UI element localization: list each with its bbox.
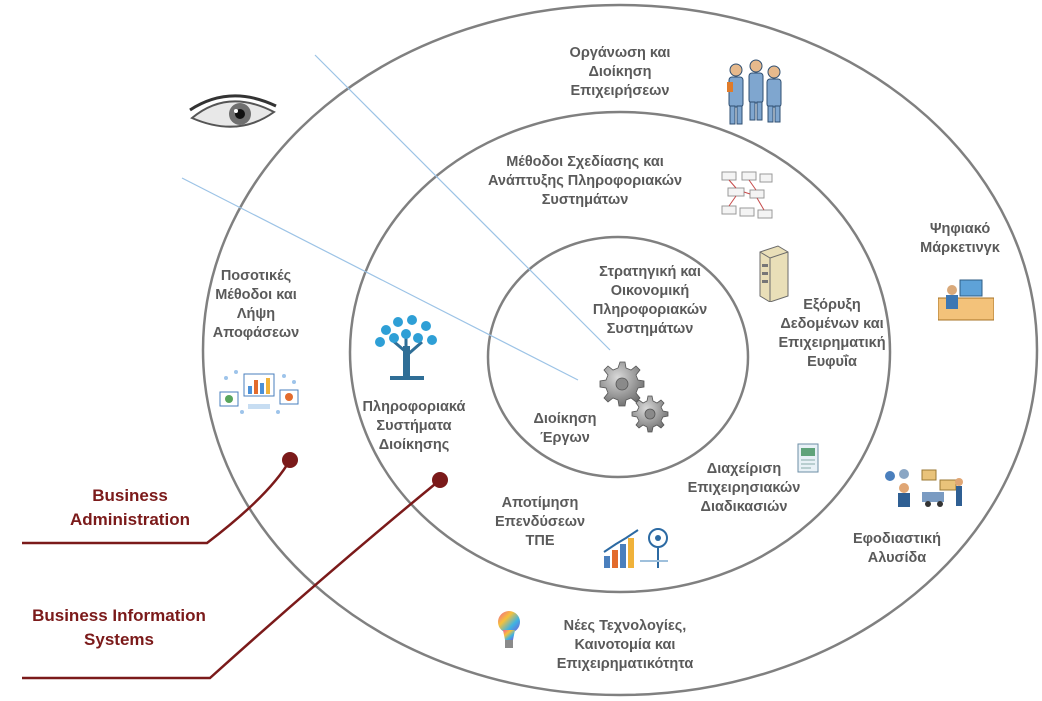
label-data-mining: Εξόρυξη Δεδομένων και Επιχειρηματική Ευφ…	[778, 297, 886, 370]
gears-icon	[599, 361, 669, 433]
label-bpm: Διαχείριση Επιχειρησιακών Διαδικασιών	[687, 461, 801, 515]
label-is-strategy: Στρατηγική και Οικονομική Πληροφοριακών …	[592, 264, 708, 337]
callout-business-admin-dot	[282, 452, 298, 468]
label-ict-investment: Αποτίμηση Επενδύσεων ΤΠΕ	[494, 495, 586, 549]
lightbulb-icon	[498, 611, 520, 648]
flowchart-icon	[721, 171, 773, 219]
label-is-design-methods: Μέθοδοι Σχεδίασης και Ανάπτυξης Πληροφορ…	[487, 154, 683, 208]
label-mis: Πληροφοριακά Συστήματα Διοίκησης	[362, 399, 466, 453]
callout-business-information-systems: Business Information Systems	[32, 606, 206, 649]
label-quantitative-methods: Ποσοτικές Μέθοδοι και Λήψη Αποφάσεων	[212, 268, 300, 341]
sight-line-upper	[314, 54, 611, 351]
label-digital-marketing: Ψηφιακό Μάρκετινγκ	[920, 221, 1000, 256]
server-icon	[759, 245, 789, 302]
callout-bis-line	[22, 479, 441, 680]
inner-circle	[486, 235, 750, 479]
label-project-management: Διοίκηση Έργων	[533, 411, 597, 446]
analytics-dashboard-icon	[219, 370, 299, 414]
data-tree-icon	[375, 315, 437, 380]
middle-circle	[348, 110, 892, 594]
document-icon	[797, 443, 819, 473]
callout-business-admin-line	[22, 459, 292, 545]
eye-icon	[189, 94, 277, 128]
label-supply-chain: Εφοδιαστική Αλυσίδα	[853, 531, 941, 566]
marketing-desk-icon	[938, 279, 994, 321]
callout-bis-dot	[432, 472, 448, 488]
callout-business-administration: Business Administration	[70, 486, 190, 529]
outer-circle	[201, 3, 1039, 697]
investment-chart-icon	[603, 528, 668, 568]
people-icon	[727, 59, 782, 125]
logistics-icon	[885, 469, 963, 507]
label-new-technologies: Νέες Τεχνολογίες, Καινοτομία και Επιχειρ…	[556, 618, 694, 672]
sight-line-lower	[181, 177, 579, 381]
label-organization: Οργάνωση και Διοίκηση Επιχειρήσεων	[569, 45, 671, 99]
